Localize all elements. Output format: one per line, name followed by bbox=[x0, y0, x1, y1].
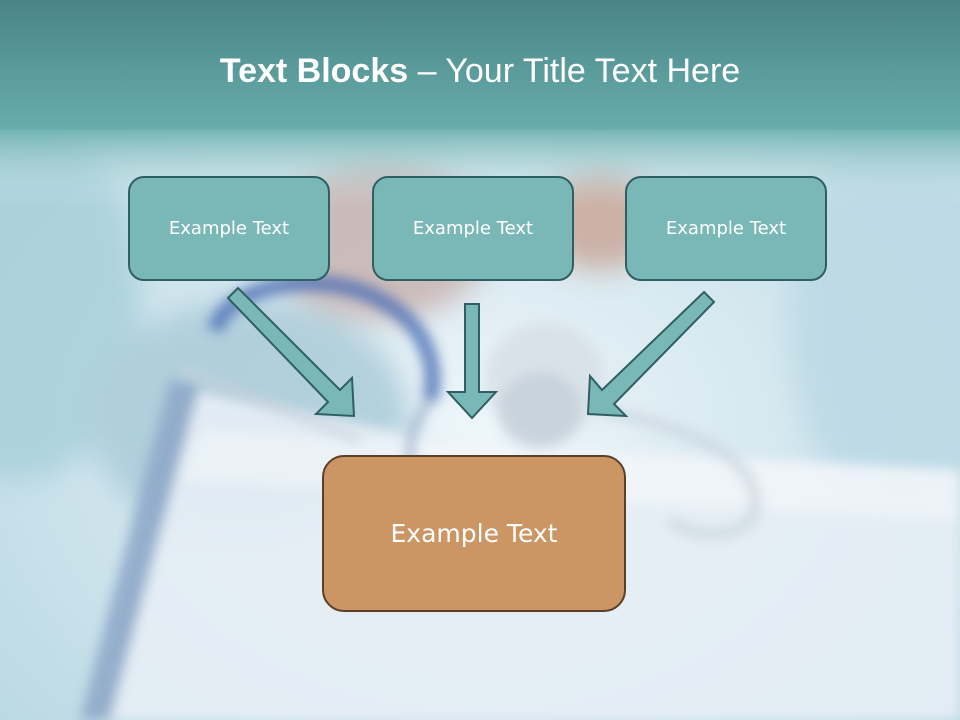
title-rest: Your Title Text Here bbox=[445, 52, 741, 90]
text-block-top-right[interactable]: Example Text bbox=[625, 176, 827, 281]
text-block-top-center[interactable]: Example Text bbox=[372, 176, 574, 281]
text-block-top-left[interactable]: Example Text bbox=[128, 176, 330, 281]
title-separator: – bbox=[408, 52, 446, 90]
title-bold: Text Blocks bbox=[219, 52, 409, 90]
text-block-bottom[interactable]: Example Text bbox=[322, 455, 626, 612]
arrow-left bbox=[226, 286, 356, 418]
arrow-right bbox=[586, 290, 716, 418]
slide-title: Text Blocks – Your Title Text Here bbox=[0, 52, 960, 91]
arrow-center bbox=[445, 303, 499, 420]
